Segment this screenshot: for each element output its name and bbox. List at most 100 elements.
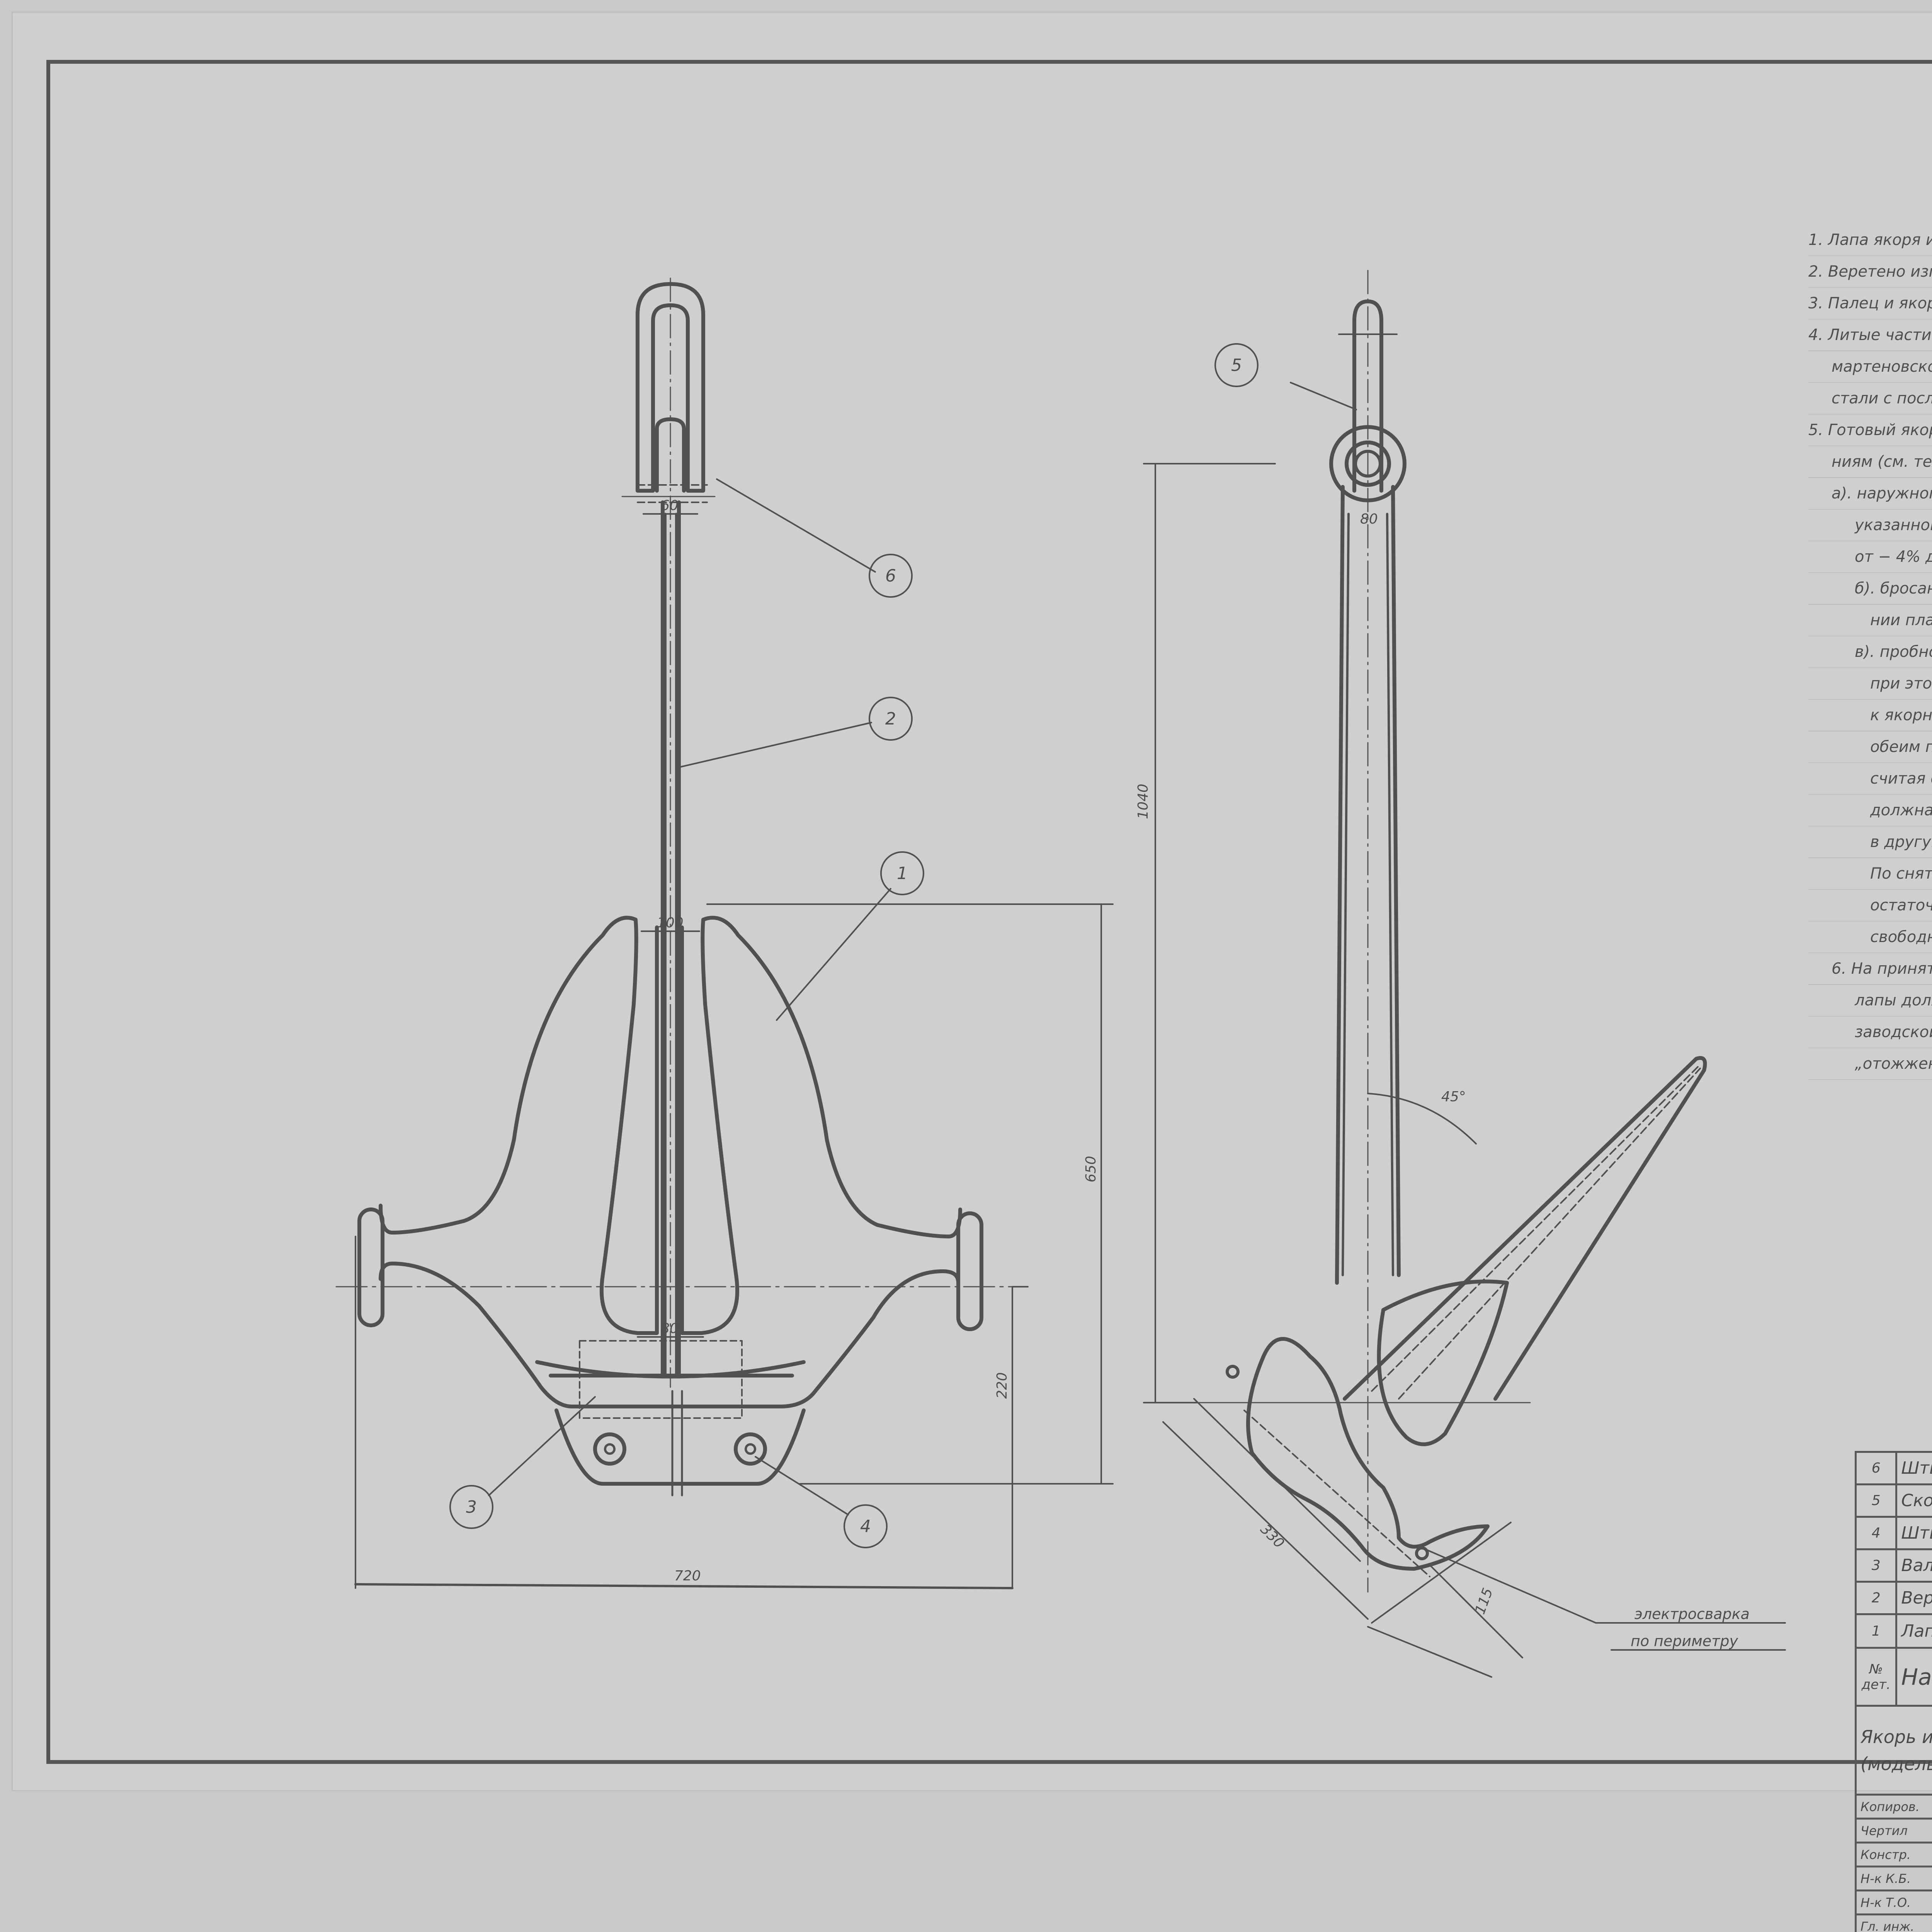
dim-80-front: 80	[661, 1321, 679, 1337]
signatures-block: Копиров.ШемяковаНеманова⚓АСВМРП-СССРГЛАВ…	[1855, 1794, 1932, 1932]
spec-line-text: лапы должны быть выбиты: заводская марка…	[1855, 992, 1932, 1009]
spec-line: от − 4% до +8%.	[1808, 541, 1932, 573]
parts-cell-name: Веретено	[1895, 1581, 1932, 1615]
fluke-right	[701, 916, 962, 1238]
spec-line-text: при этом должна быть приложена с одной с…	[1870, 675, 1932, 692]
dim-330: 330	[1257, 1521, 1287, 1551]
spec-line-text: заводской номер, год испытания, полный в…	[1855, 1023, 1932, 1041]
dim-650: 650	[1083, 1156, 1099, 1182]
parts-list-body: 6Штырь к скобе1—"—0,840,84—"—5Скоба1—"—3…	[1854, 1451, 1932, 1649]
callout-3: 3	[466, 1497, 477, 1517]
title-block: 6Штырь к скобе1—"—0,840,84—"—5Скоба1—"—3…	[1854, 1451, 1932, 1932]
spec-line: в другую.	[1808, 827, 1932, 858]
spec-line-text: 5. Готовый якорь должен подвергаться сле…	[1808, 421, 1932, 439]
spec-line: 5. Готовый якорь должен подвергаться сле…	[1808, 415, 1932, 446]
technical-conditions: Технические условия: 1. Лапа якоря изгот…	[1808, 162, 1932, 1080]
spec-line: стали с последующим надлежащим отжигом.	[1808, 383, 1932, 415]
title-block-main: Якорь инж. Матросова (модель 2) 200 кг. …	[1855, 1705, 1932, 1796]
weld-note-line2: по периметру	[1631, 1633, 1738, 1650]
front-dimensions	[354, 513, 1114, 1589]
parts-cell-no: 1	[1854, 1613, 1898, 1649]
spec-line: обеим половинам лапы на одной трети их д…	[1808, 731, 1932, 763]
callout-2: 2	[885, 709, 896, 729]
parts-row: 6Штырь к скобе1—"—0,840,84—"—	[1854, 1451, 1932, 1485]
spec-line: должна быть повернута в одну сторону, по…	[1808, 795, 1932, 827]
crown-side	[1246, 1337, 1490, 1571]
dim-115: 115	[1472, 1586, 1496, 1616]
callout-4: 4	[860, 1517, 871, 1536]
spec-line-text: 2. Веретено изготовляется или кованым, и…	[1808, 263, 1932, 281]
dim-60: 60	[661, 498, 679, 514]
parts-cell-name: Штырь веретена	[1895, 1516, 1932, 1550]
spec-line: 4. Литые части якоря должны быть изготов…	[1808, 320, 1932, 351]
parts-row: 5Скоба1—"—3,603,60—"—	[1854, 1483, 1932, 1518]
signature-row: Н-к К.Б.ЕдемскаяЕдемская	[1855, 1866, 1932, 1891]
spec-line: в). пробной нагрузкой равной 6,5 тонн. С…	[1808, 636, 1932, 668]
parts-cell-no: 5	[1854, 1483, 1898, 1518]
spec-line-text: мартеновской или бессемеровской (из мелк…	[1832, 358, 1932, 376]
drawing-sheet	[12, 12, 1932, 1791]
side-disc-left	[357, 1208, 384, 1327]
spec-line: ниям (см. технические условия на якорь с…	[1808, 446, 1932, 478]
parts-row: 1Лапа1литая сталь.132,0132,0Черт. №406	[1854, 1613, 1932, 1649]
spec-line: „отожжен".	[1808, 1048, 1932, 1080]
product-name-line2: (модель 2) 200 кг.	[1861, 1753, 1932, 1774]
parts-cell-name: Штырь к скобе	[1895, 1451, 1932, 1485]
parts-row: 2Веретено1Ст.-456,556,5—"—	[1854, 1581, 1932, 1615]
spec-line-text: должна быть повернута в одну сторону, по…	[1870, 801, 1932, 819]
spec-line: лапы должны быть выбиты: заводская марка…	[1808, 985, 1932, 1017]
spec-line-text: а). наружному осмотру и взвешиванию; отк…	[1832, 485, 1932, 502]
callout-5: 5	[1231, 355, 1242, 375]
parts-cell-no: 3	[1854, 1548, 1898, 1583]
side-dimensions	[1143, 343, 1786, 1678]
drawing-frame	[46, 60, 1932, 1764]
spec-line: 3. Палец и якорная скоба изготовляются к…	[1808, 288, 1932, 320]
shank-side	[1335, 485, 1401, 1285]
spec-line-text: 6. На принятом якоре на веретене и на бо…	[1832, 960, 1932, 978]
signature-role: Гл. инж.	[1855, 1913, 1932, 1932]
signature-role: Копиров.	[1855, 1794, 1932, 1820]
spec-line: при этом должна быть приложена с одной с…	[1808, 668, 1932, 700]
spec-line: считая от носка; при этом лапа якоря сна…	[1808, 763, 1932, 795]
weld-note-line1: электросварка	[1634, 1605, 1750, 1622]
spec-line-text: б). бросанию с высоты 4,5м в горизонталь…	[1855, 580, 1932, 597]
parts-row: 4Штырь веретена2Ст-21,222,44—"—	[1854, 1516, 1932, 1550]
dim-100: 100	[657, 915, 684, 931]
col-name: Наименование	[1895, 1647, 1932, 1707]
parts-cell-name: Лапа	[1895, 1613, 1932, 1649]
signature-role: Н-к К.Б.	[1855, 1866, 1932, 1891]
side-view	[1197, 270, 1707, 1593]
spec-line-text: остаточных деформаций и лапа якоря должн…	[1870, 896, 1932, 914]
spec-line-text: 4. Литые части якоря должны быть изготов…	[1808, 326, 1932, 344]
side-disc-right	[956, 1211, 983, 1331]
spec-line: 1. Лапа якоря изготовляется литой.	[1808, 224, 1932, 256]
spec-line: заводской номер, год испытания, полный в…	[1808, 1017, 1932, 1048]
spec-line-text: свободно поворачиваться на полный угол 4…	[1870, 928, 1932, 946]
shackle	[636, 282, 705, 493]
spec-line-text: к якорной скобе, а с другой стороны одно…	[1870, 706, 1932, 724]
spec-line-text: 1. Лапа якоря изготовляется литой.	[1808, 231, 1932, 249]
spec-line: 2. Веретено изготовляется или кованым, и…	[1808, 256, 1932, 288]
spec-line-text: нии плашмя на стальную плиту.	[1870, 611, 1932, 629]
spec-line: мартеновской или бессемеровской (из мелк…	[1808, 351, 1932, 383]
spec-line: свободно поворачиваться на полный угол 4…	[1808, 922, 1932, 953]
signature-row: ЧертилЗнаменскаяЗнаменская	[1855, 1818, 1932, 1844]
callout-1: 1	[897, 864, 908, 883]
parts-cell-name: Валик	[1895, 1548, 1932, 1583]
dim-45-deg: 45°	[1441, 1089, 1466, 1105]
spec-line-text: ниям (см. технические условия на якорь с…	[1832, 453, 1932, 471]
parts-cell-no: 4	[1854, 1516, 1898, 1550]
dim-1040: 1040	[1135, 784, 1151, 819]
parts-list-header: № дет. Наименование Кол. Матер. 1шт. общ…	[1854, 1647, 1932, 1707]
parts-cell-name: Скоба	[1895, 1483, 1932, 1518]
spec-line-text: стали с последующим надлежащим отжигом.	[1832, 389, 1932, 407]
spec-line: а). наружному осмотру и взвешиванию; отк…	[1808, 478, 1932, 510]
spec-line: б). бросанию с высоты 4,5м в горизонталь…	[1808, 573, 1932, 605]
spec-line-text: обеим половинам лапы на одной трети их д…	[1870, 738, 1932, 756]
spec-line-text: в другую.	[1870, 833, 1932, 851]
product-name-line1: Якорь инж. Матросова	[1861, 1726, 1932, 1747]
parts-row: 3Валик1Ст.-44,884,88—"—	[1854, 1548, 1932, 1583]
technical-conditions-list: 1. Лапа якоря изготовляется литой. 2. Вер…	[1808, 224, 1932, 1080]
signature-role: Н-к Т.О.	[1855, 1889, 1932, 1915]
palm	[1377, 1279, 1509, 1446]
